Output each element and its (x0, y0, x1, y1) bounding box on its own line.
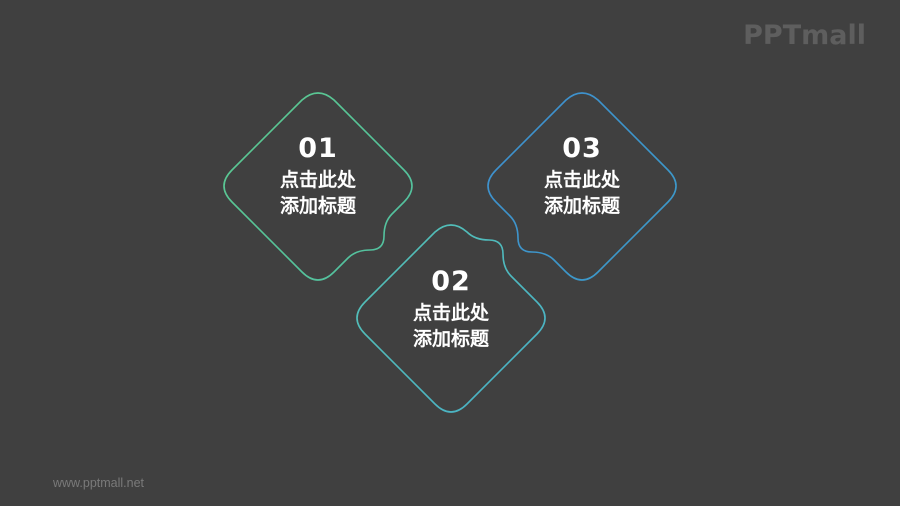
card-3: 03 点击此处 添加标题 (512, 131, 652, 219)
card-3-title-line-1: 点击此处 (543, 169, 620, 191)
card-2-title-line-2: 添加标题 (412, 328, 489, 350)
card-2-outline (356, 224, 546, 413)
card-2: 02 点击此处 添加标题 (381, 264, 521, 352)
card-1-title-line-1: 点击此处 (279, 169, 356, 191)
card-1-title-line-2: 添加标题 (279, 195, 356, 217)
card-2-title-line-1: 点击此处 (412, 302, 489, 324)
card-3-outline (487, 92, 677, 281)
card-1-number: 01 (298, 133, 338, 164)
brand-logo: PPTmall (743, 20, 866, 51)
card-3-number: 03 (562, 133, 602, 164)
footer-url[interactable]: www.pptmall.net (53, 476, 145, 490)
card-1-outline (223, 92, 413, 281)
card-1: 01 点击此处 添加标题 (248, 131, 388, 219)
card-3-title-line-2: 添加标题 (543, 195, 620, 217)
card-2-number: 02 (431, 266, 471, 297)
